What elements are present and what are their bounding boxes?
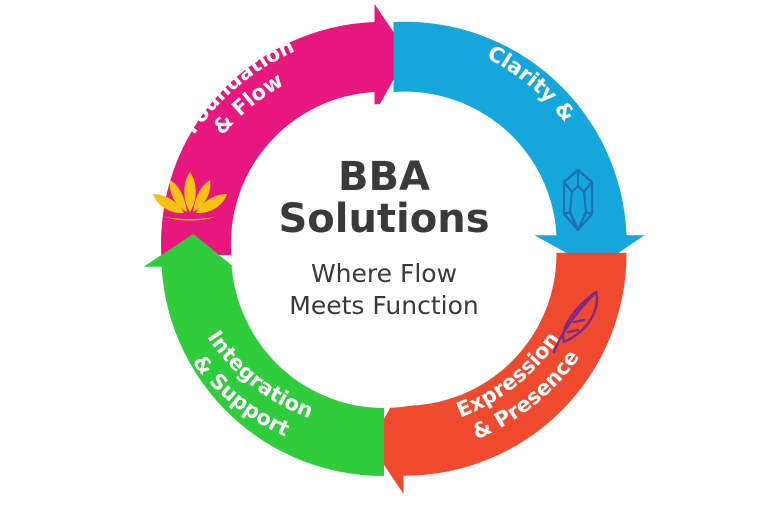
- lotus-icon: [153, 172, 227, 221]
- cycle-ring: [143, 4, 645, 494]
- center-title-line2: Solutions: [278, 196, 489, 242]
- segment-clarity: [393, 21, 645, 269]
- center-disc: [232, 104, 536, 408]
- center-title-line1: BBA: [338, 154, 430, 200]
- crystal-icon: [562, 168, 594, 232]
- center-subtitle-line2: Meets Function: [289, 291, 478, 320]
- segment-expression-presence: [370, 252, 627, 494]
- segment-integration-support: [143, 233, 384, 477]
- segment-foundation-flow: [161, 4, 408, 255]
- center-subtitle-line1: Where Flow: [311, 259, 457, 288]
- feather-icon: [552, 290, 599, 354]
